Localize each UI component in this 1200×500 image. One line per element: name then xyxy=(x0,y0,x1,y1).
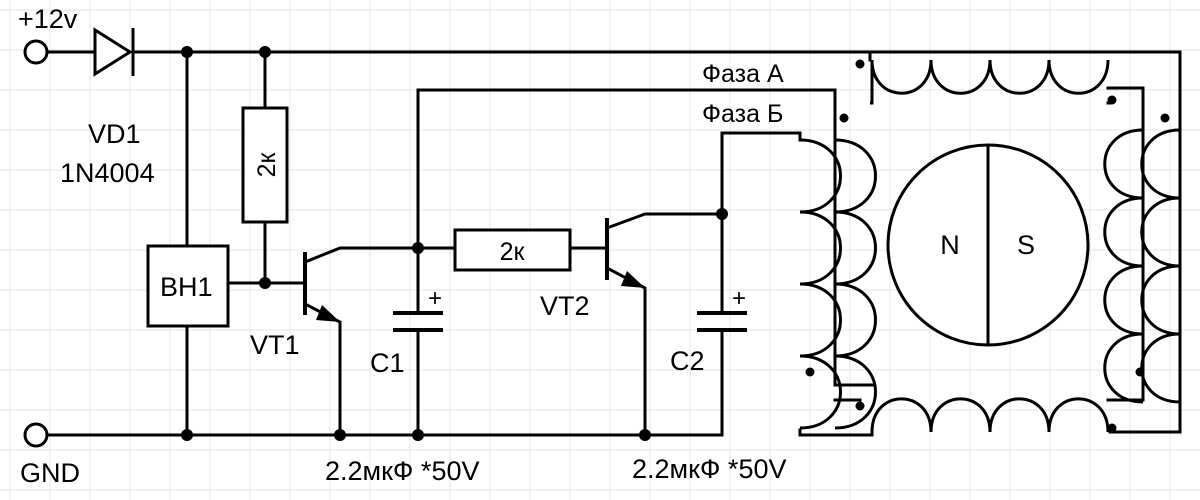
c2-polarity: + xyxy=(732,285,746,312)
ground-terminal xyxy=(23,422,49,448)
junction-dots xyxy=(181,46,728,441)
transistor-vt2 xyxy=(605,218,645,288)
vt2-collector-wire xyxy=(605,212,724,230)
rotor-south-label: S xyxy=(1017,230,1035,260)
r1-value-label: 2к xyxy=(253,152,281,178)
phase-b-wire xyxy=(720,131,802,437)
diode-ref-label: VD1 xyxy=(88,119,141,149)
coil-left xyxy=(799,138,877,430)
c1-polarity: + xyxy=(428,285,442,312)
rotor xyxy=(886,143,1090,347)
r2-value-label: 2к xyxy=(500,238,526,266)
coil-bottom xyxy=(870,397,1110,433)
diode-part-label: 1N4004 xyxy=(60,158,155,188)
capacitor-c1 xyxy=(393,311,443,332)
rotor-north-label: N xyxy=(940,230,960,260)
phase-b-label: Фаза Б xyxy=(702,100,783,128)
sensor-label: BH1 xyxy=(160,272,213,302)
diode-vd1 xyxy=(93,27,135,77)
motor-outer-wiring xyxy=(868,50,1182,434)
c1-value-label: 2.2мкФ *50V xyxy=(325,456,480,486)
c2-label: C2 xyxy=(670,346,705,376)
phase-a-label: Фаза А xyxy=(702,60,784,88)
supply-label: +12v xyxy=(18,4,78,34)
resistor-r2 xyxy=(453,228,572,272)
hall-sensor-bh1 xyxy=(146,244,230,328)
resistor-r1 xyxy=(241,106,289,224)
vt1-label: VT1 xyxy=(250,330,300,360)
vt2-label: VT2 xyxy=(540,291,590,321)
coil-top xyxy=(870,59,1110,105)
ground-label: GND xyxy=(20,458,80,488)
phase-a-wire xyxy=(416,88,837,250)
c2-value-label: 2.2мкФ *50V xyxy=(632,454,787,484)
supply-terminal xyxy=(23,39,49,65)
supply-rail xyxy=(46,50,872,62)
capacitor-c2 xyxy=(697,311,747,332)
stator-windings xyxy=(799,59,1181,433)
transistor-vt1 xyxy=(303,252,340,322)
coil-right xyxy=(1103,128,1181,404)
motor-inner-right xyxy=(1106,86,1145,402)
c1-label: C1 xyxy=(370,348,405,378)
winding-dots xyxy=(805,59,1170,433)
